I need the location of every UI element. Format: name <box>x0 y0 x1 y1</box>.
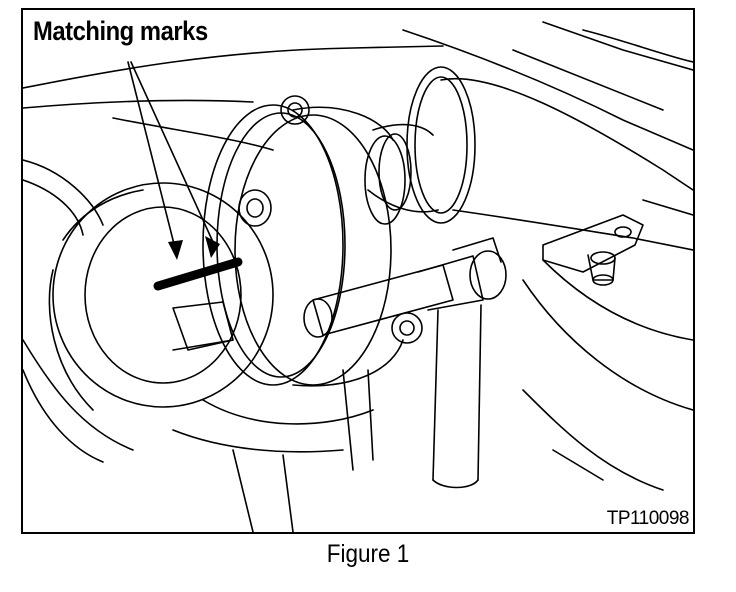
flange-bolt <box>281 96 309 124</box>
matching-marks-label: Matching marks <box>33 16 208 46</box>
propeller-flange <box>203 105 343 385</box>
chassis-line <box>583 30 693 62</box>
shaft-tube <box>453 210 693 250</box>
chassis-line <box>23 100 253 108</box>
socket-extension <box>313 265 453 335</box>
ratchet-handle <box>433 310 438 480</box>
differential-flange-inner <box>85 207 241 383</box>
chassis-line <box>403 30 693 150</box>
figure-caption: Figure 1 <box>326 540 410 568</box>
callout-arrow-line <box>131 62 213 242</box>
differential-flange <box>53 183 273 407</box>
chassis-line <box>23 180 83 235</box>
arrow-icon <box>205 236 220 258</box>
matching-mark <box>158 262 238 286</box>
flange-bolt <box>239 190 271 226</box>
chassis-line <box>23 46 443 88</box>
callout-arrow-line <box>128 62 175 248</box>
shaft-tube <box>441 79 693 190</box>
chassis-line <box>113 118 273 150</box>
chassis-line <box>643 200 693 215</box>
illustration-frame: Matching marks TP110098 <box>21 8 695 534</box>
image-code: TP110098 <box>606 508 690 529</box>
bracket <box>543 215 643 272</box>
chassis-line <box>543 22 693 70</box>
shaft-tube-end-inner <box>415 77 467 213</box>
driveshaft-flange-illustration <box>23 10 693 532</box>
chassis-line <box>23 160 103 225</box>
ratchet-handle <box>478 305 481 480</box>
arrow-icon <box>168 240 183 260</box>
chassis-line <box>513 50 663 110</box>
shaft-tube-end <box>407 67 475 223</box>
flange-bolt <box>392 313 422 343</box>
